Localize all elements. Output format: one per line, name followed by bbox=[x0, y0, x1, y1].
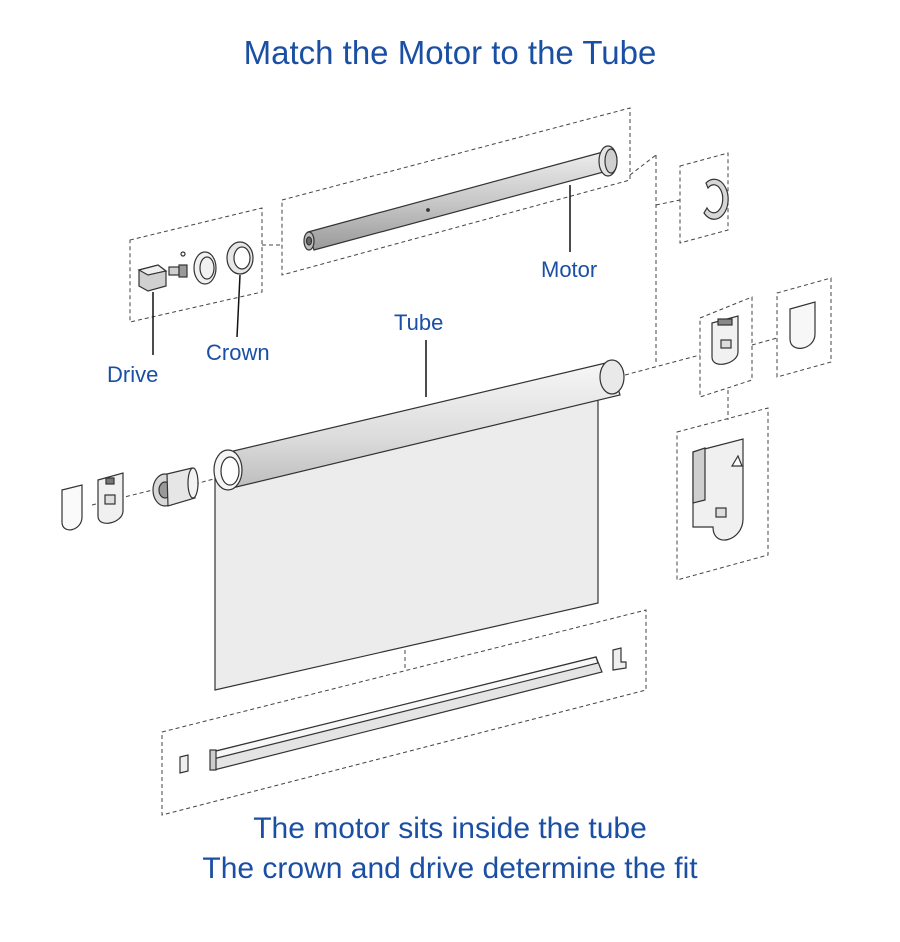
drive-part bbox=[137, 251, 188, 292]
clip-ring bbox=[703, 178, 729, 220]
bracket-dashed-box bbox=[699, 296, 753, 398]
left-bracket bbox=[97, 472, 124, 524]
bottom-rail bbox=[209, 656, 603, 771]
right-end-cover bbox=[789, 301, 816, 349]
page-title: Match the Motor to the Tube bbox=[243, 34, 657, 71]
crown-rings bbox=[193, 241, 254, 285]
caption-line-1: The motor sits inside the tube bbox=[253, 812, 647, 845]
motor-label: Motor bbox=[541, 257, 598, 282]
tube-label: Tube bbox=[394, 310, 444, 335]
left-idler bbox=[152, 467, 199, 507]
large-bracket-dashed-box bbox=[676, 407, 769, 581]
bottom-rail-dashed-box bbox=[161, 609, 647, 816]
right-small-bracket bbox=[711, 315, 739, 365]
ring-dashed-box bbox=[679, 152, 729, 244]
crown-callout-line bbox=[236, 274, 241, 338]
rail-end-cap-left bbox=[179, 754, 189, 774]
motor bbox=[303, 145, 618, 251]
left-end-cover bbox=[61, 484, 83, 531]
rail-end-cap-right bbox=[612, 647, 627, 671]
caption-line-2: The crown and drive determine the fit bbox=[202, 852, 698, 885]
cover-dashed-box bbox=[776, 277, 832, 378]
drive-crown-dashed-box bbox=[129, 207, 263, 323]
tube bbox=[213, 359, 625, 491]
motor-dashed-box bbox=[281, 107, 631, 276]
large-mounting-bracket bbox=[692, 438, 744, 541]
drive-label: Drive bbox=[107, 362, 159, 387]
crown-label: Crown bbox=[206, 340, 270, 365]
